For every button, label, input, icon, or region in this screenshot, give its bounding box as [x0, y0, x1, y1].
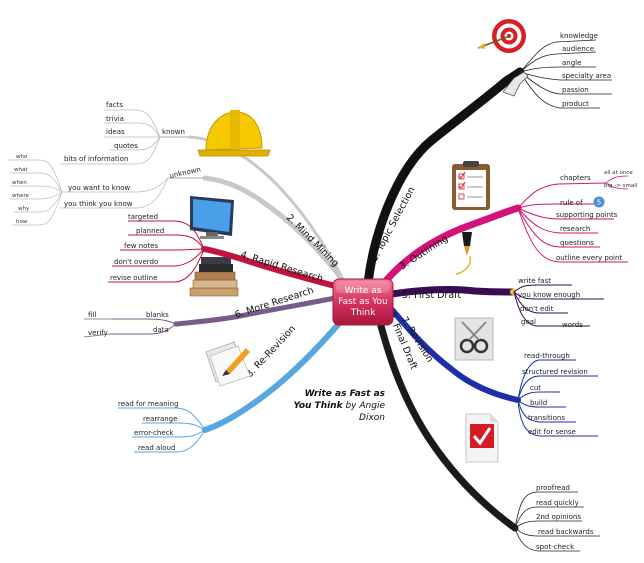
svg-text:5: 5 — [597, 199, 601, 207]
mind-item-you-want-to-know: you want to know — [68, 184, 131, 192]
map-caption: Write as Fast as You Think by Angie Dixo… — [245, 388, 385, 424]
branch-line-first-draft — [388, 286, 516, 298]
more-item-data: data — [153, 326, 169, 334]
mind-item-where: where — [12, 193, 30, 199]
revision-item-structured-revision: structured revision — [522, 368, 588, 376]
mind-item-how: how — [16, 219, 28, 225]
draft-item-you-know-enough: you know enough — [518, 291, 580, 299]
final-item-2nd-opinions: 2nd opinions — [536, 513, 581, 521]
outline-item-supporting-points: supporting points — [556, 211, 618, 219]
books-icon — [189, 257, 239, 297]
outline-item-big-small: big -> small — [604, 183, 638, 189]
branch-line-final-draft — [371, 298, 519, 532]
branch-line-more-research — [173, 295, 338, 327]
mind-item-who: who — [16, 154, 28, 160]
branch-label-mind-mining: 2. Mind Mining — [284, 212, 341, 269]
number-badge-icon: 5 — [593, 196, 605, 208]
topic-item-specialty: specialty area — [562, 72, 611, 80]
rerev-item-rearrange: rearrange — [143, 415, 177, 423]
fountain-pen-icon — [455, 232, 472, 275]
rerev-item-error-check: error-check — [134, 429, 174, 437]
central-topic-line2: Fast as You — [338, 297, 388, 307]
rapid-item-dont-overdo: don't overdo — [114, 258, 158, 266]
caption-title-2: You Think — [293, 401, 343, 411]
topic-item-passion: passion — [562, 86, 589, 94]
mind-item-why: why — [18, 206, 30, 212]
draft-item-words: words — [562, 321, 583, 329]
rapid-item-planned: planned — [136, 227, 164, 235]
rapid-item-targeted: targeted — [128, 213, 158, 221]
rapid-item-revise-outline: revise outline — [110, 274, 157, 282]
branch-label-first-draft: 5. First Draft — [402, 290, 461, 301]
draft-item-write-fast: write fast — [518, 277, 551, 285]
draft-item-dont-edit: don't edit — [520, 305, 554, 313]
rerev-item-read-for-meaning: read for meaning — [118, 400, 179, 408]
hard-hat-icon — [197, 110, 271, 157]
final-item-spot-check: spot-check — [536, 543, 575, 551]
central-topic-line1: Write as — [345, 286, 382, 296]
central-topic[interactable]: Write as Fast as You Think — [332, 278, 394, 326]
mind-item-trivia: trivia — [106, 115, 124, 123]
topic-item-product: product — [562, 100, 589, 108]
topic-item-audience: audience — [562, 45, 594, 53]
revision-item-build: build — [530, 399, 547, 407]
caption-author-2: Dixon — [359, 413, 385, 423]
branch-line-re-revision — [202, 305, 355, 433]
central-topic-line3: Think — [350, 308, 376, 318]
branch-line-mind-mining — [202, 175, 348, 286]
outline-item-rule-of: rule of — [560, 199, 583, 207]
more-item-fill: fill — [88, 311, 96, 319]
final-item-proofread: proofread — [536, 484, 570, 492]
mind-item-ideas: ideas — [106, 128, 125, 136]
branch-first-draft: 5. First Draft write fast you know enoug… — [388, 232, 604, 329]
caption-title-1: Write as Fast as — [304, 389, 385, 399]
branch-line-revision — [382, 299, 521, 403]
rapid-item-few-notes: few notes — [124, 242, 158, 250]
mind-item-facts: facts — [106, 101, 123, 109]
pointing-hand-icon — [502, 71, 529, 97]
target-icon — [477, 19, 526, 53]
branch-line-outlining — [376, 204, 522, 292]
outline-item-questions: questions — [560, 239, 594, 247]
branch-line-rapid-research — [201, 246, 338, 289]
outline-item-all-at-once: all at once — [604, 170, 633, 176]
revision-item-read-through: read-through — [524, 352, 570, 360]
mind-item-what: what — [14, 167, 28, 173]
branch-mind-mining: 2. Mind Mining known facts trivia ideas … — [8, 101, 348, 286]
branch-outlining: 3. Outlining chapters all at once big ->… — [376, 161, 638, 292]
rerev-item-read-aloud: read aloud — [138, 444, 175, 452]
more-item-blanks: blanks — [146, 311, 169, 319]
more-item-verify: verify — [88, 329, 108, 337]
checkmark-document-icon — [465, 413, 499, 463]
computer-monitor-icon — [190, 196, 234, 239]
outline-item-outline-every-point: outline every point — [556, 254, 622, 262]
scissors-icon — [454, 317, 494, 361]
final-item-read-backwards: read backwards — [538, 528, 594, 536]
branch-line-topic-selection — [363, 67, 525, 290]
branch-label-outlining: 3. Outlining — [398, 233, 450, 272]
mind-item-you-think-you-know: you think you know — [64, 200, 133, 208]
revision-item-cut: cut — [530, 384, 541, 392]
mind-item-bits-of-information: bits of information — [64, 155, 128, 163]
outline-item-research: research — [560, 225, 590, 233]
pencil-paper-icon — [205, 341, 251, 387]
revision-item-edit-for-sense: edit for sense — [528, 428, 576, 436]
caption-by: by — [345, 401, 357, 411]
clipboard-checklist-icon — [452, 161, 490, 210]
branch-label-rapid-research: 4. Rapid Research — [239, 249, 324, 285]
topic-item-angle: angle — [562, 59, 581, 67]
mind-item-quotes: quotes — [114, 142, 138, 150]
final-item-read-quickly: read quickly — [536, 499, 579, 507]
outline-item-chapters: chapters — [560, 174, 591, 182]
topic-item-knowledge: knowledge — [560, 32, 598, 40]
mind-item-when: when — [12, 180, 27, 186]
caption-author-1: Angie — [359, 401, 385, 411]
mind-item-known: known — [162, 128, 185, 136]
draft-item-goal: goal — [521, 318, 536, 326]
revision-item-transitions: transitions — [528, 414, 565, 422]
